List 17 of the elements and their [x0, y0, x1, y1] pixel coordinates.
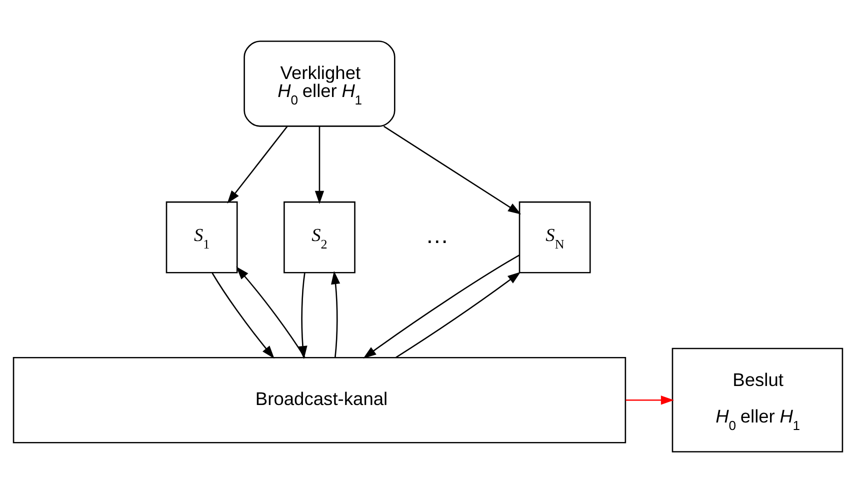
node-box: Broadcast-kanal — [12, 356, 626, 444]
node-box: Verklighet H$_{0}$ eller H$_{1}$ — [244, 40, 396, 127]
arrow — [298, 272, 308, 360]
arrow — [212, 272, 274, 359]
arrow — [314, 126, 324, 204]
node-box: S$_{2}$ — [284, 201, 356, 274]
arrow — [383, 126, 522, 214]
arrow — [396, 272, 521, 358]
arrow — [626, 396, 674, 405]
node-box: S$_{N}$ — [518, 201, 591, 274]
node-box: S$_{1}$ — [166, 201, 238, 274]
arrow — [227, 126, 288, 204]
label: … — [425, 222, 449, 248]
arrow — [331, 271, 340, 358]
arrow — [363, 254, 520, 358]
arrow — [236, 266, 306, 358]
node-box: Beslut H$_{0}$ eller H$_{1}$ — [672, 348, 844, 452]
